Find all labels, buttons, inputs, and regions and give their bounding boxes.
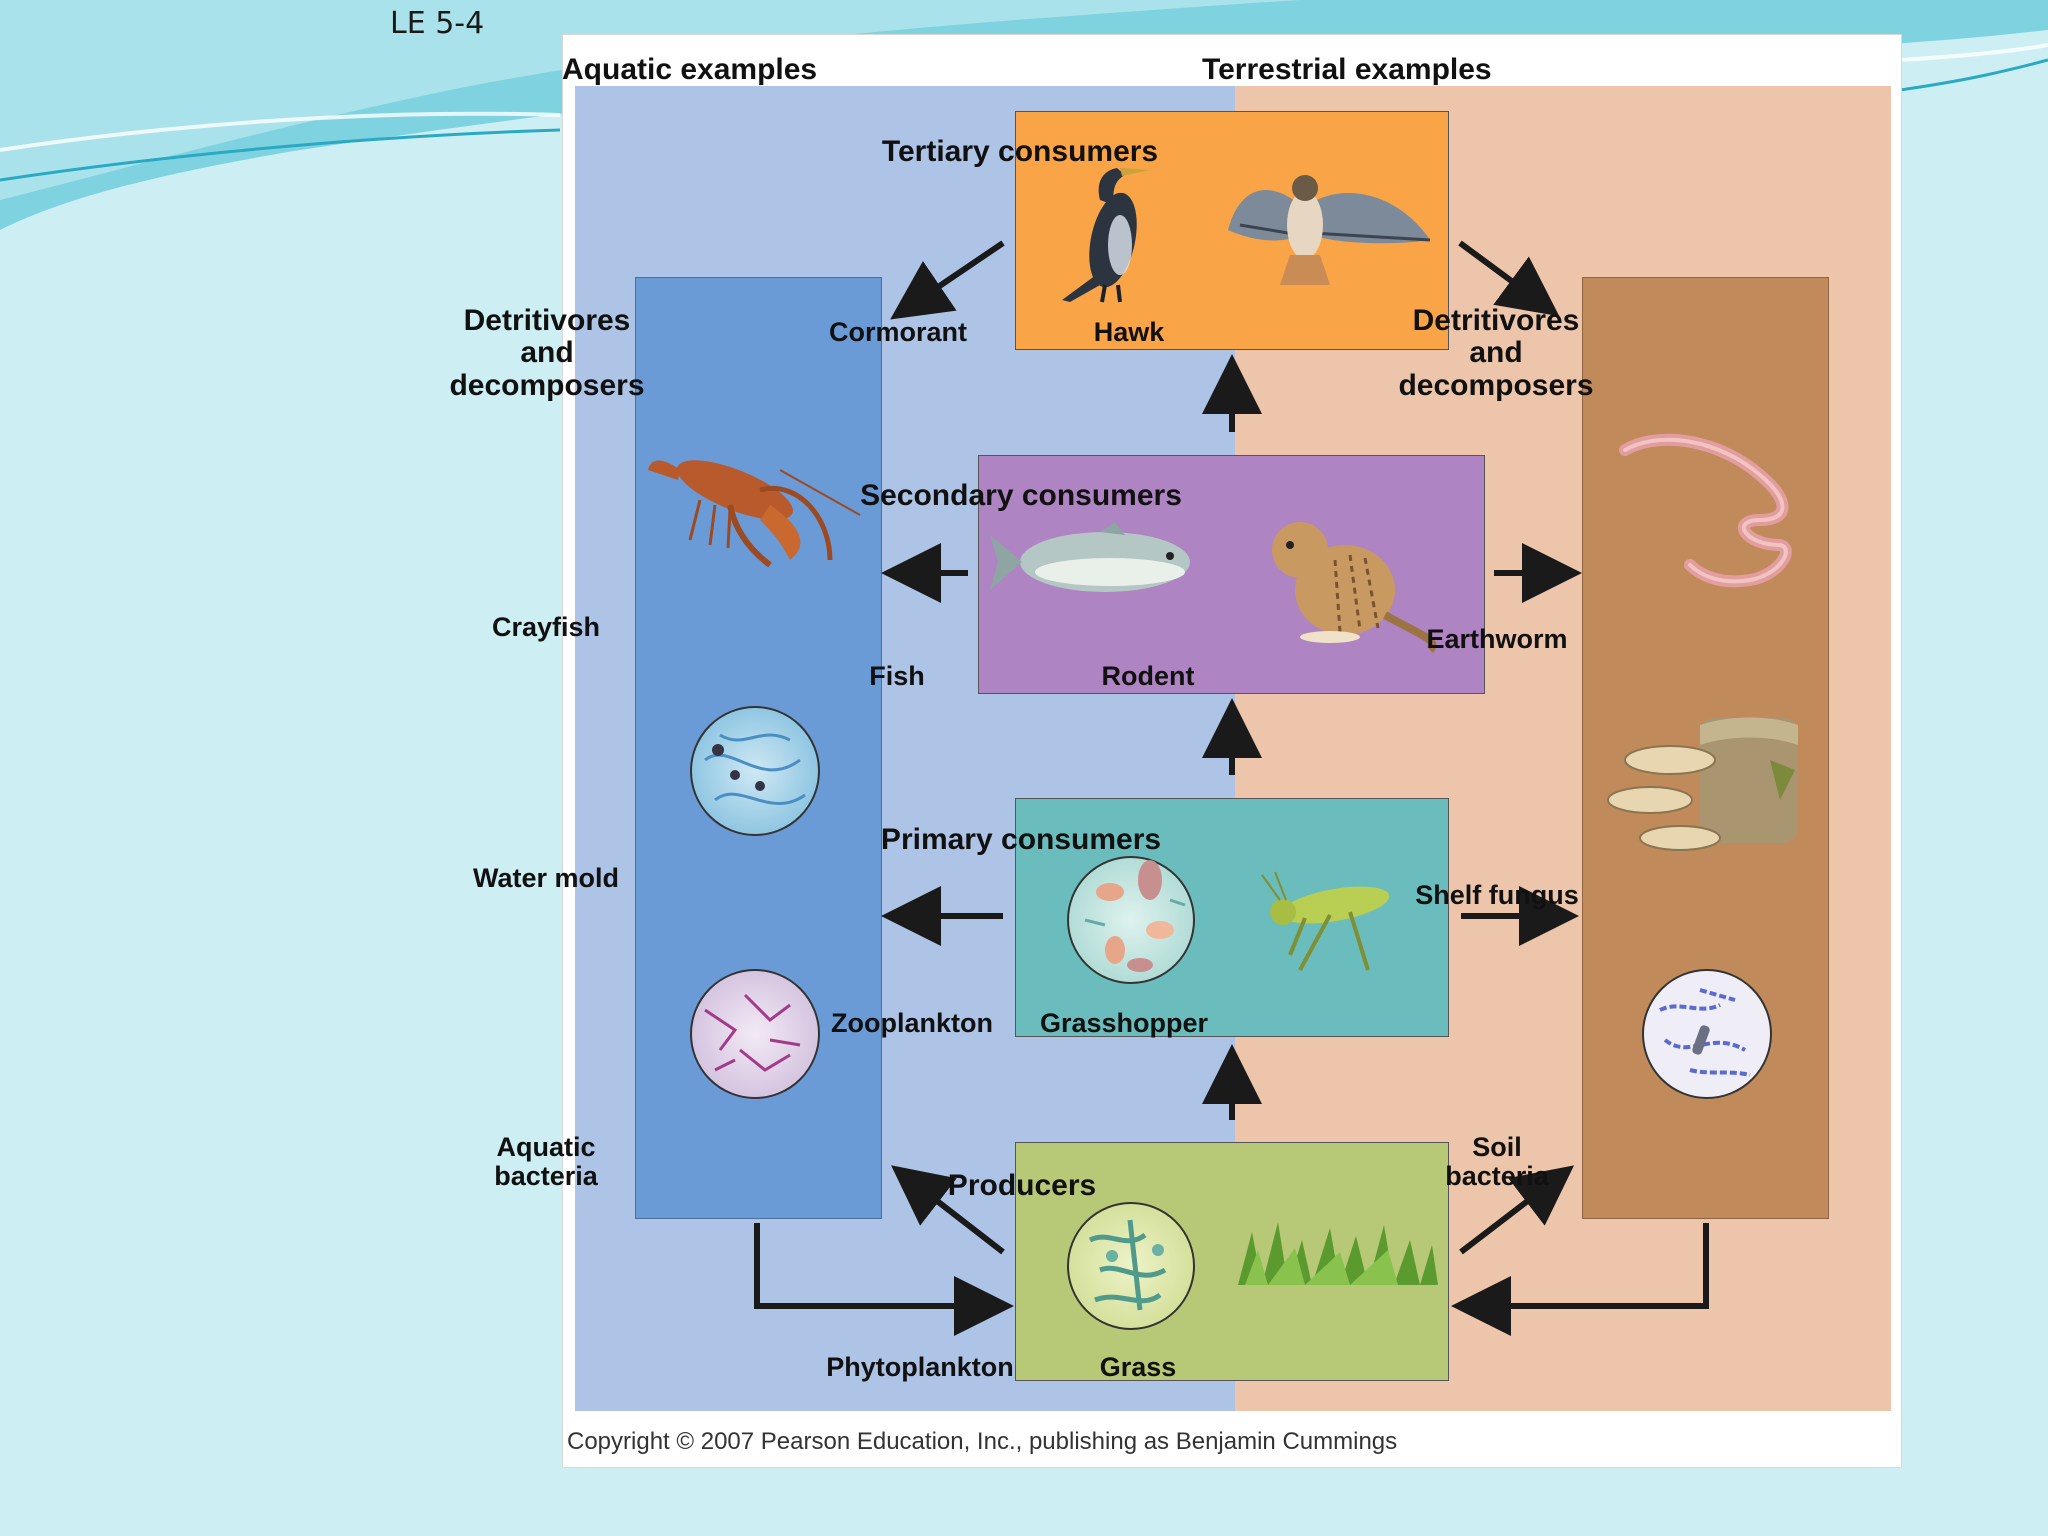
hawk-label: Hawk [1093,317,1165,347]
shelf-fungus-illustration [1607,717,1798,851]
aquatic-bacteria-illustration [690,969,820,1099]
copyright-notice: Copyright © 2007 Pearson Education, Inc.… [567,1428,1398,1455]
terrestrial-detritivores-label: Detritivores and decomposers [1398,304,1594,402]
cormorant-illustration [1062,168,1150,303]
earthworm-illustration [1619,433,1792,588]
zooplankton-illustration [1067,856,1195,984]
grass-illustration [1238,1222,1438,1285]
hawk-illustration [1228,175,1431,285]
phytoplankton-illustration [1067,1202,1195,1330]
soil-bacteria-illustration [1642,969,1772,1099]
soil-bacteria-label: Soil bacteria [1445,1132,1549,1192]
phytoplankton-label: Phytoplankton [826,1352,1014,1382]
rodent-illustration [1272,522,1437,653]
secondary-consumers-label: Secondary consumers [860,479,1182,512]
slide-label: LE 5-4 [390,6,485,41]
crayfish-illustration [648,460,861,568]
earthworm-label: Earthworm [1426,624,1568,654]
tertiary-consumers-label: Tertiary consumers [881,135,1159,168]
aquatic-detritivores-label: Detritivores and decomposers [449,304,645,402]
fish-illustration [990,522,1190,592]
primary-consumers-label: Primary consumers [880,823,1162,856]
producers-label: Producers [947,1169,1097,1202]
terrestrial-examples-header: Terrestrial examples [1202,53,1492,86]
grasshopper-illustration [1261,871,1390,971]
rodent-label: Rodent [1101,661,1195,691]
zooplankton-label: Zooplankton [831,1008,993,1038]
cormorant-label: Cormorant [828,317,968,347]
aquatic-bacteria-label: Aquatic bacteria [494,1132,598,1192]
shelf-fungus-label: Shelf fungus [1415,880,1579,910]
crayfish-label: Crayfish [491,612,601,642]
aquatic-examples-header: Aquatic examples [562,53,818,86]
grass-label: Grass [1099,1352,1177,1382]
water-mold-label: Water mold [472,863,620,893]
grasshopper-label: Grasshopper [1039,1008,1209,1038]
water-mold-illustration [690,706,820,836]
fish-label: Fish [869,661,925,691]
energy-arrows [754,240,1709,1336]
